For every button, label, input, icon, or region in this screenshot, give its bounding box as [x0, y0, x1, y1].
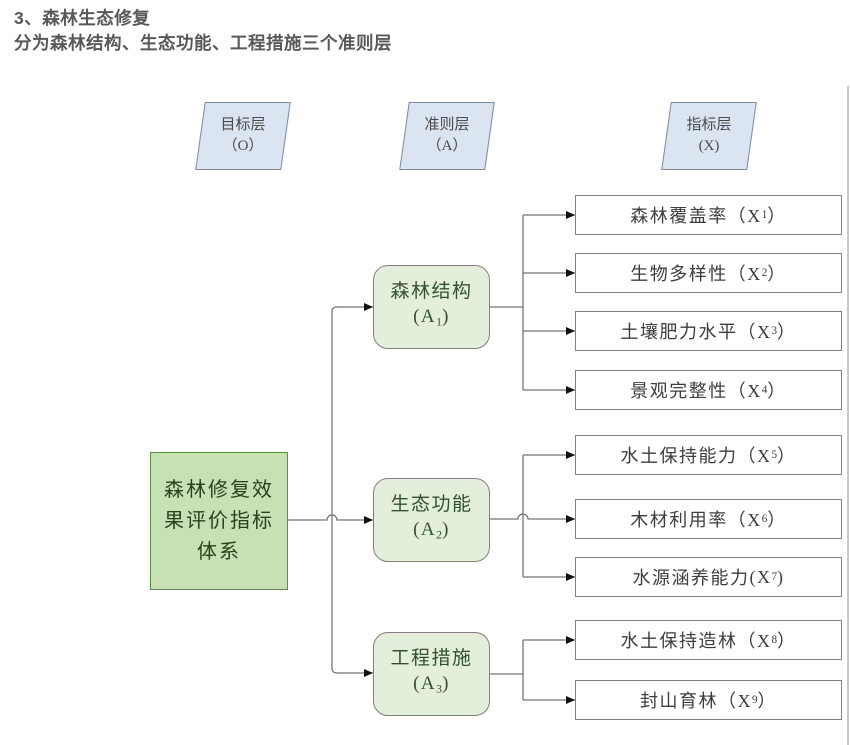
goal-text-line: 果评价指标 [164, 509, 274, 532]
layer-indicator-code: (X) [698, 138, 720, 154]
layer-header-indicator: 指标层 (X) [661, 102, 757, 170]
criteria-code: (A2) [413, 519, 450, 542]
layer-goal-code: （O） [222, 138, 264, 154]
criteria-name: 生态功能 [390, 494, 473, 516]
heading: 3、森林生态修复 分为森林结构、生态功能、工程措施三个准则层 [14, 6, 392, 56]
edge-a2-to-x6-hop [490, 513, 575, 523]
node-criteria-a3: 工程措施 (A3) [373, 632, 490, 716]
edge-goal-to-a1 [331, 303, 373, 313]
goal-text-line: 森林修复效 [164, 478, 274, 501]
layer-header-criteria: 准则层 （A） [399, 102, 495, 170]
criteria-code: (A3) [413, 673, 450, 696]
criteria-name: 森林结构 [390, 281, 473, 303]
layer-indicator-label: 指标层 [686, 117, 732, 133]
heading-line-1: 3、森林生态修复 [14, 8, 151, 28]
criteria-code: (A1) [413, 306, 450, 329]
node-criteria-a1: 森林结构 (A1) [373, 265, 490, 349]
node-criteria-a2: 生态功能 (A2) [373, 478, 490, 562]
criteria-name: 工程措施 [390, 648, 473, 670]
page-edge-divider [847, 86, 849, 745]
goal-text-line: 体系 [197, 540, 241, 563]
node-goal: 森林修复效 果评价指标 体系 [150, 452, 288, 590]
layer-header-goal: 目标层 （O） [195, 102, 291, 170]
heading-line-2: 分为森林结构、生态功能、工程措施三个准则层 [14, 33, 392, 53]
edge-goal-to-a2-hop [288, 514, 373, 524]
layer-criteria-code: （A） [426, 138, 468, 154]
edge-goal-to-a3 [331, 667, 373, 677]
layer-criteria-label: 准则层 [424, 117, 470, 133]
layer-goal-label: 目标层 [220, 117, 266, 133]
